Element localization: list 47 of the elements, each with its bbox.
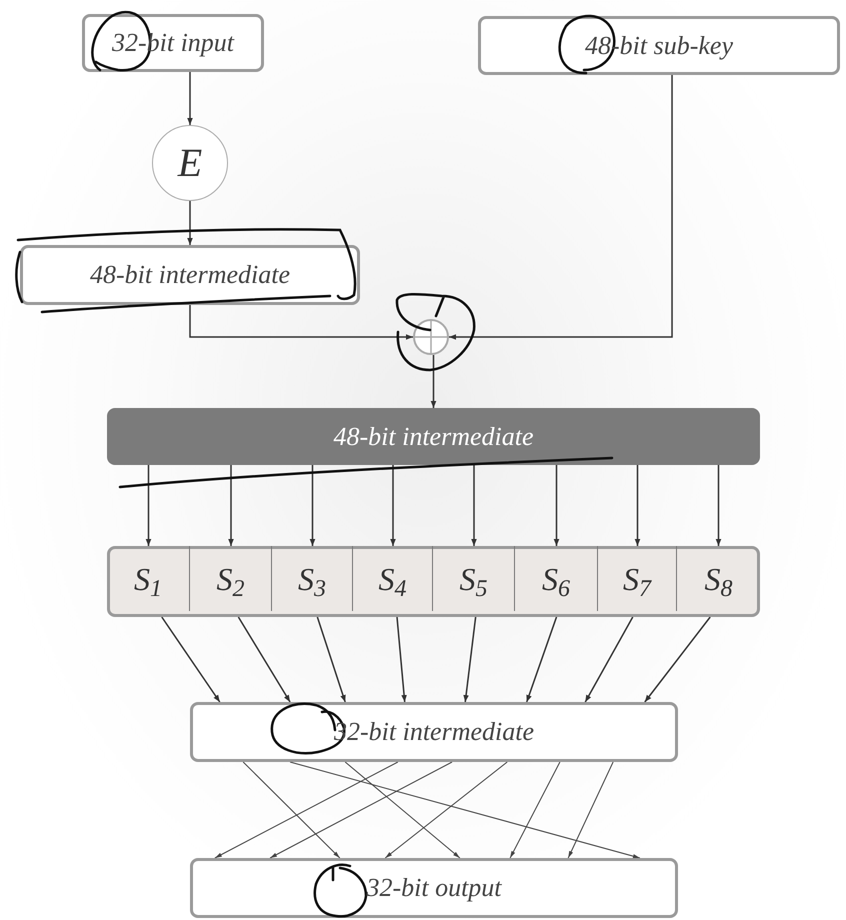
node-label: S$_{4}$	[378, 562, 406, 594]
arrow	[146, 465, 152, 546]
s-box-row	[107, 546, 760, 617]
process-box	[478, 16, 840, 75]
node-label: 48-bit intermediate	[333, 424, 534, 450]
arrow	[510, 762, 560, 858]
node-label: S$_{3}$	[298, 562, 326, 594]
arrow	[161, 616, 220, 702]
arrow	[584, 616, 634, 702]
xor-symbol	[413, 319, 449, 355]
arrow	[471, 465, 477, 546]
node-label: S$_{6}$	[542, 562, 570, 594]
arrow	[228, 465, 234, 546]
node-label: S$_{7}$	[623, 562, 651, 594]
arrow	[242, 762, 340, 858]
process-box	[190, 858, 678, 918]
node-label: S$_{1}$	[134, 562, 162, 594]
arrow	[644, 616, 711, 702]
node-label: S$_{8}$	[704, 562, 732, 594]
arrow	[290, 762, 640, 858]
arrow	[189, 305, 413, 340]
arrow	[634, 465, 640, 546]
arrow	[396, 616, 407, 702]
arrow	[214, 762, 398, 858]
data-band	[107, 408, 760, 465]
node-label: S$_{5}$	[460, 562, 488, 594]
node-label: 32-bit output	[366, 875, 502, 901]
arrow	[449, 75, 673, 340]
arrow	[390, 465, 396, 546]
arrow	[344, 762, 460, 858]
node-label: S$_{2}$	[216, 562, 244, 594]
node-label: 48-bit intermediate	[90, 262, 290, 288]
arrow	[270, 762, 453, 858]
arrow	[430, 355, 436, 408]
arrow	[310, 465, 316, 546]
arrow	[716, 465, 722, 546]
arrow	[238, 616, 291, 702]
process-box	[190, 702, 678, 762]
arrow	[554, 465, 560, 546]
process-box	[20, 245, 360, 305]
arrow	[463, 616, 476, 702]
arrow	[187, 72, 193, 125]
arrow	[568, 762, 614, 858]
arrow	[187, 201, 193, 245]
function-label: E	[178, 143, 202, 183]
arrow	[526, 616, 558, 702]
arrow	[384, 762, 508, 858]
